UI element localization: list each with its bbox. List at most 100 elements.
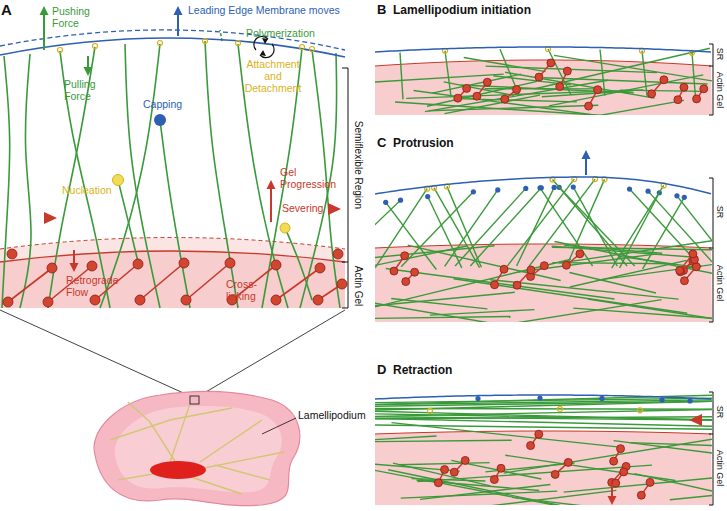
crosslink-dot — [490, 476, 498, 484]
stress-fiber — [170, 404, 190, 462]
retraction-arrow — [611, 484, 613, 496]
crosslink-dot — [564, 458, 572, 466]
retraction-arrow-head — [608, 496, 617, 505]
actin-filament — [375, 259, 571, 316]
actin-filament — [100, 44, 160, 308]
crosslinker — [8, 268, 52, 302]
crosslink-dot — [3, 297, 13, 307]
actin-filament — [552, 247, 712, 250]
region-label: Actin Gel — [715, 265, 725, 302]
crosslink-dot — [585, 102, 593, 110]
crosslink-dot — [225, 258, 235, 268]
crosslink-dot — [562, 261, 570, 269]
actin-filament — [566, 179, 604, 266]
actin-filament — [485, 88, 601, 90]
progression-arrow-head — [267, 180, 276, 189]
panel-title: Lamellipodium initiation — [393, 4, 531, 18]
nucleation-site — [280, 223, 290, 233]
stress-fiber — [128, 402, 178, 466]
actin-filament — [375, 411, 712, 420]
crosslink-dot — [313, 295, 323, 305]
crosslink-dot — [461, 456, 469, 464]
actin-filament — [401, 192, 473, 267]
process-label: Polymerization — [246, 27, 315, 39]
actin-filament — [412, 479, 486, 481]
crosslink-dot — [680, 83, 688, 91]
zoom-line — [0, 310, 190, 396]
crosslink-dot — [556, 83, 564, 91]
zoom-line — [199, 310, 345, 396]
process-label: Capping — [143, 98, 182, 110]
crosslinker — [276, 268, 320, 300]
actin-filament — [564, 478, 712, 493]
actin-filament — [118, 180, 138, 262]
attachment-hook — [158, 41, 163, 46]
crosslink-dot — [646, 478, 654, 486]
actin-filament — [620, 193, 660, 268]
membrane-arrow — [177, 15, 179, 36]
actin-filament — [20, 54, 31, 308]
pushing-arrow-head — [40, 6, 49, 15]
actin-filament — [455, 188, 526, 266]
leading-edge-membrane — [0, 38, 345, 57]
region-bracket — [709, 392, 713, 505]
actin-filament — [429, 105, 599, 111]
process-label: Attachment and Detachment — [240, 58, 306, 94]
attachment-hook — [236, 41, 241, 46]
panel-art — [375, 47, 712, 115]
capping-protein — [552, 185, 557, 190]
actin-filament — [565, 100, 684, 115]
region-label: SR — [715, 206, 725, 219]
attachment-hook — [58, 48, 63, 53]
crosslink-dot — [90, 295, 100, 305]
panel-title: Retraction — [393, 364, 452, 378]
crosslink-dot — [700, 85, 708, 93]
crosslink-dot — [535, 73, 543, 81]
capping-protein — [571, 184, 576, 189]
severing-protein — [689, 414, 702, 426]
actin-filament — [386, 202, 437, 269]
progression-arrow — [270, 189, 272, 222]
attachment-hook — [428, 408, 433, 413]
process-label: Retrograde Flow — [66, 274, 122, 298]
crosslink-dot — [87, 261, 97, 271]
stress-fiber — [215, 465, 270, 480]
actin-filament — [375, 463, 562, 505]
actin-filament — [375, 395, 712, 404]
attachment-hook — [558, 407, 563, 412]
capping-protein — [687, 398, 692, 403]
crosslink-dot — [551, 470, 559, 478]
leading-edge-membrane — [375, 395, 711, 399]
membrane-arrow-head — [174, 6, 183, 15]
region-label: SR — [715, 48, 725, 61]
pulling-arrow — [87, 56, 89, 67]
panel-letter: D — [377, 363, 386, 378]
leader-line — [262, 418, 296, 434]
panel-a-art — [0, 6, 348, 506]
attachment-hook — [93, 44, 98, 49]
actin-filament — [375, 189, 427, 268]
attachment-hook — [300, 45, 305, 50]
crosslink-dot — [333, 249, 343, 259]
capping-protein — [523, 186, 528, 191]
stress-fiber — [110, 408, 232, 440]
crosslink-dot — [527, 266, 535, 274]
process-label: Nucleation — [62, 184, 112, 196]
actin-filament — [60, 51, 110, 308]
crosslink-dot — [497, 464, 505, 472]
crosslink-dot — [271, 260, 281, 270]
actin-filament — [375, 425, 712, 429]
capping-protein — [599, 396, 604, 401]
crosslink-dot — [692, 263, 700, 271]
crosslink-dot — [181, 295, 191, 305]
actin-filament — [375, 246, 467, 283]
actin-filament — [642, 51, 647, 97]
region-label: Actin Gel — [352, 266, 364, 307]
region-bracket — [709, 44, 713, 115]
structure-label: Lamellipodium — [298, 409, 366, 421]
attachment-hook — [203, 39, 208, 44]
region-label: Actin Gel — [715, 72, 725, 109]
actin-filament — [205, 41, 238, 308]
crosslink-dot — [676, 266, 684, 274]
